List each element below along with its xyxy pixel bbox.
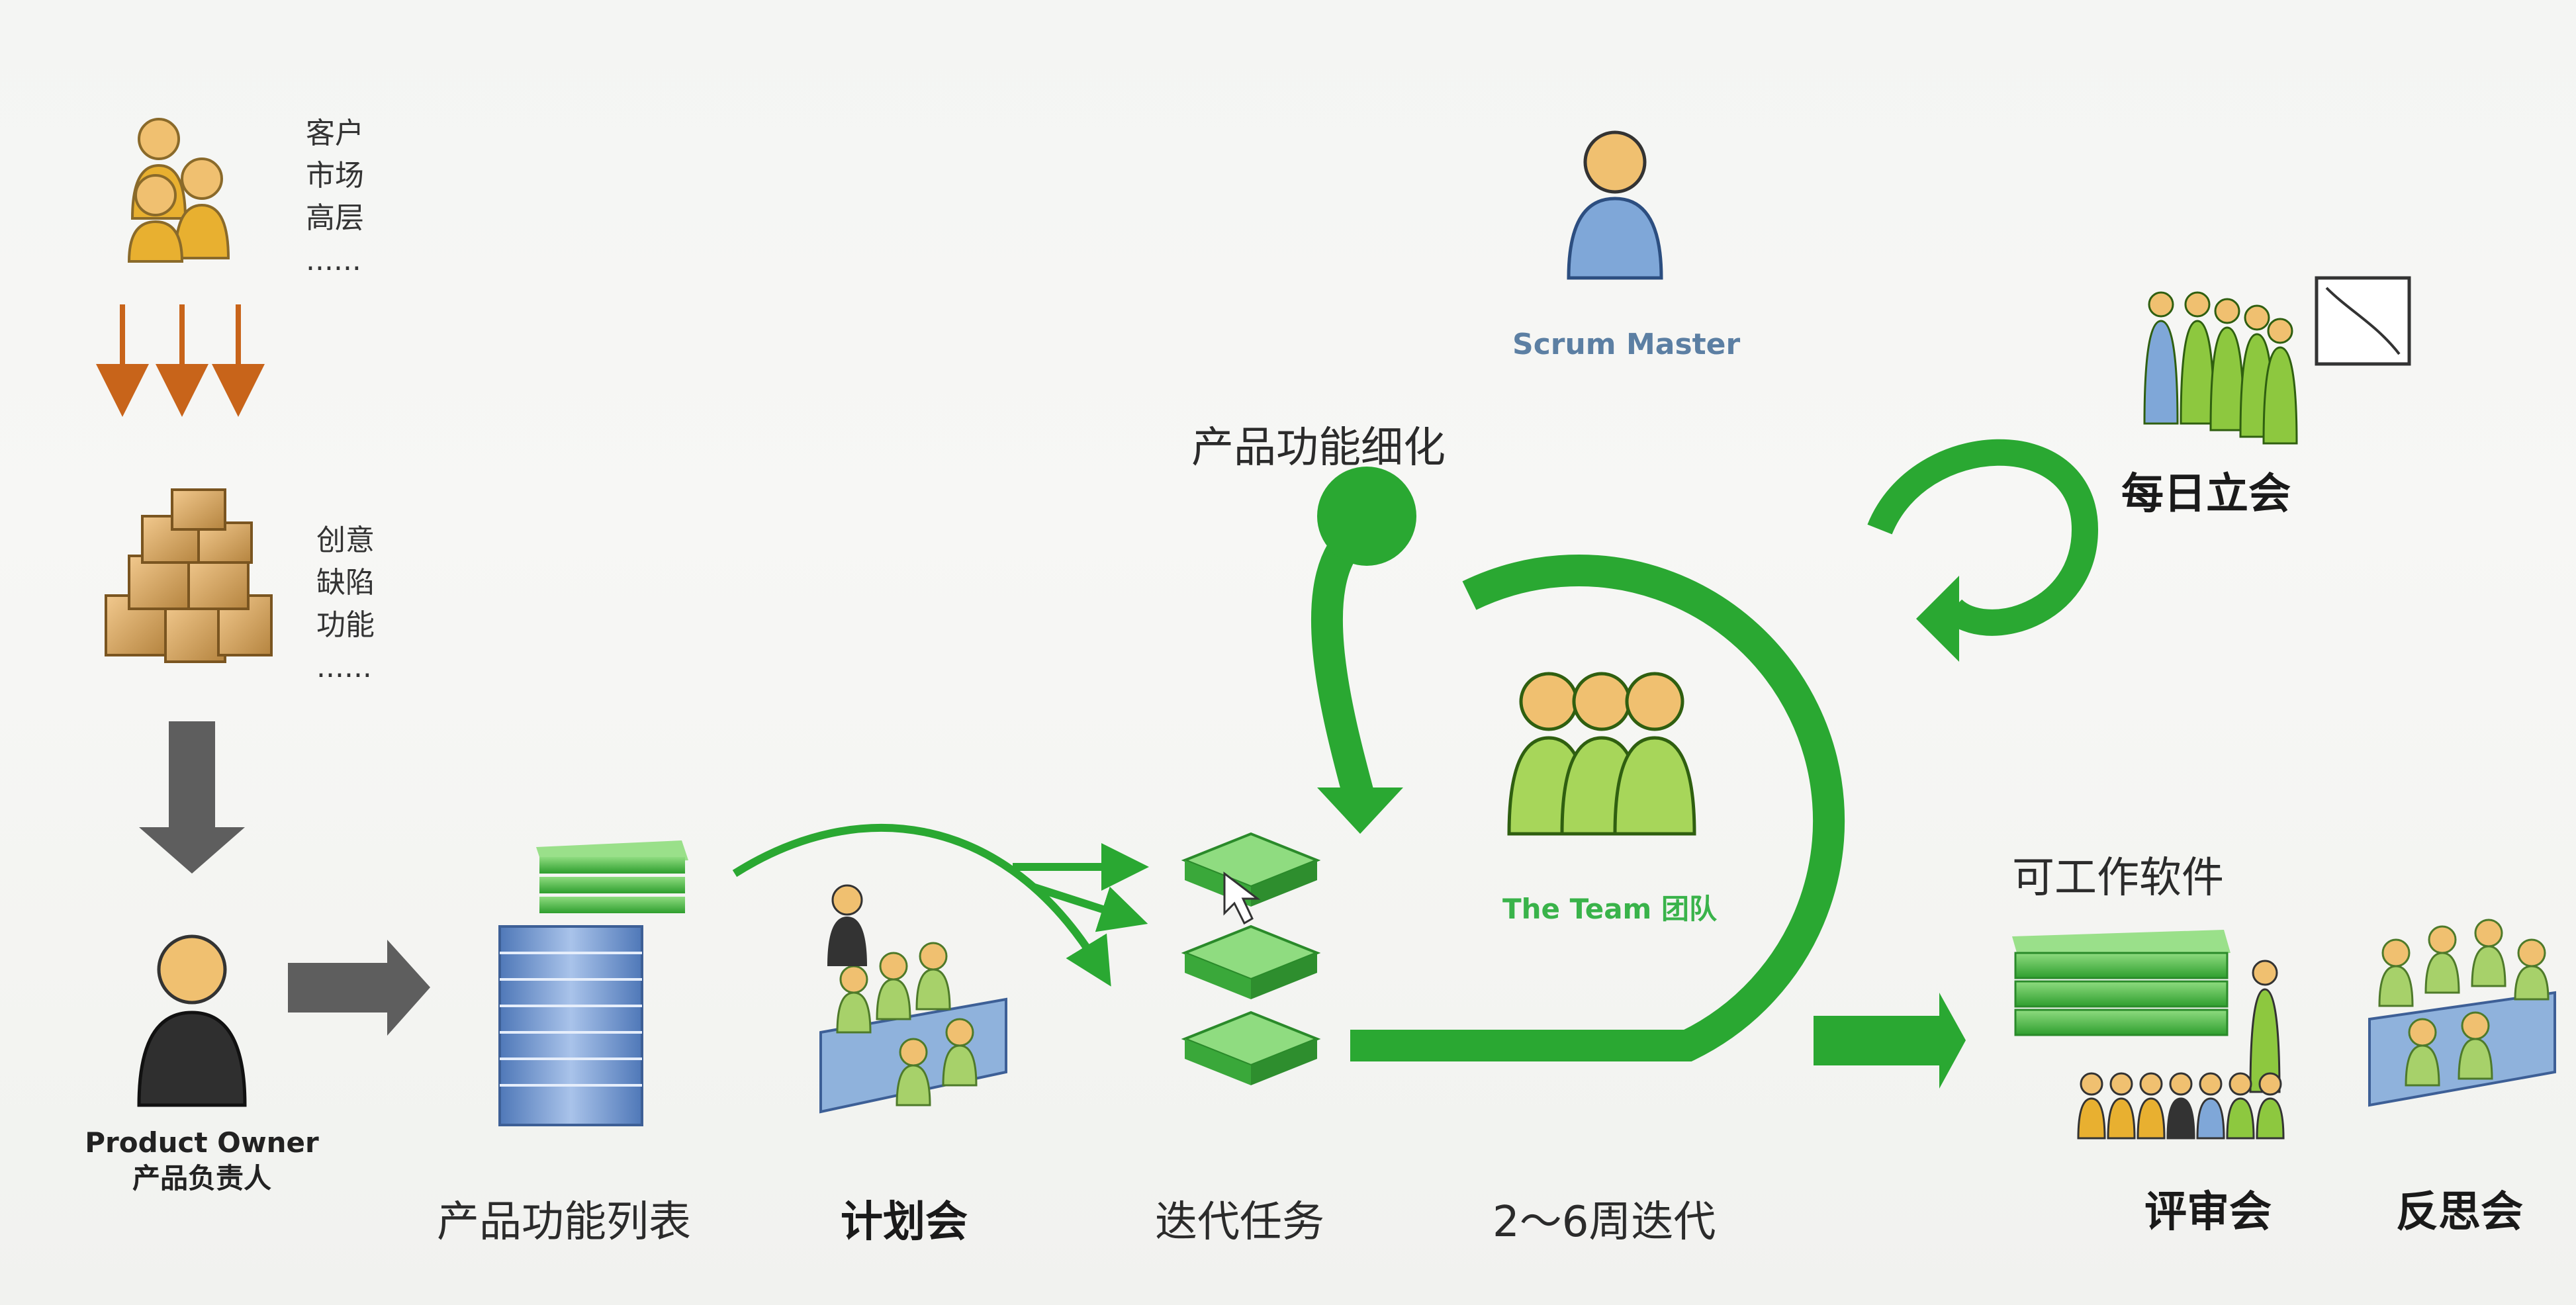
stakeholder-item: 市场 [306, 159, 364, 193]
review-label: 评审会 [2144, 1188, 2272, 1237]
refinement-label: 产品功能细化 [1191, 424, 1446, 472]
planning-label: 计划会 [841, 1198, 968, 1247]
stakeholder-item: ...... [306, 244, 361, 277]
sprint-tasks-stack-icon [1181, 832, 1321, 1085]
backlog-blue-stack-icon [498, 925, 643, 1126]
daily-loop-arrowhead-icon [1916, 576, 1959, 662]
idea-item: ...... [316, 651, 372, 684]
product-owner-zh: 产品负责人 [132, 1162, 271, 1194]
backlog-label: 产品功能列表 [437, 1198, 691, 1247]
daily-standup-icon [2143, 291, 2298, 445]
idea-item: 创意 [316, 523, 375, 557]
ideas-boxes-icon [105, 488, 273, 663]
idea-item: 功能 [316, 608, 375, 642]
retrospective-meeting-icon [2368, 919, 2556, 1107]
sprint-loop-arrowheads-icon [1317, 467, 1416, 834]
sprint-length-label: 2～6周迭代 [1493, 1198, 1716, 1247]
stakeholder-list: 客户 市场 高层 ...... [306, 112, 364, 282]
working-software-label: 可工作软件 [2012, 854, 2224, 903]
scrum-master-icon [1567, 130, 1663, 280]
stakeholders-icon [127, 118, 230, 263]
product-owner-en: Product Owner [85, 1126, 319, 1159]
product-owner-icon [137, 934, 247, 1107]
idea-item: 缺陷 [316, 566, 375, 600]
daily-loop-icon [1867, 439, 2099, 636]
product-owner-label: Product Owner 产品负责人 [73, 1125, 331, 1196]
idea-list: 创意 缺陷 功能 ...... [316, 519, 375, 689]
stakeholder-item: 客户 [306, 116, 364, 150]
team-label: The Team 团队 [1502, 893, 1717, 925]
down-arrows-icon [96, 304, 265, 417]
sprint-tasks-label: 迭代任务 [1155, 1198, 1324, 1247]
gray-down-arrow-icon [139, 721, 245, 874]
review-meeting-icon [2077, 960, 2285, 1140]
burndown-chart-icon [2315, 276, 2411, 366]
planning-meeting-icon [819, 884, 1007, 1114]
working-software-stack-icon [2012, 930, 2231, 1036]
backlog-green-stack-icon [536, 840, 688, 913]
backlog-to-tasks-arrow-icon [732, 823, 1149, 987]
stakeholder-item: 高层 [306, 201, 364, 235]
scrum-master-label: Scrum Master [1512, 328, 1741, 361]
retro-label: 反思会 [2396, 1188, 2523, 1237]
daily-standup-label: 每日立会 [2121, 470, 2291, 519]
to-software-arrow-icon [1814, 993, 1966, 1089]
team-icon [1507, 672, 1696, 836]
gray-right-arrow-icon [288, 940, 430, 1036]
mouse-cursor-icon [1223, 871, 1261, 925]
